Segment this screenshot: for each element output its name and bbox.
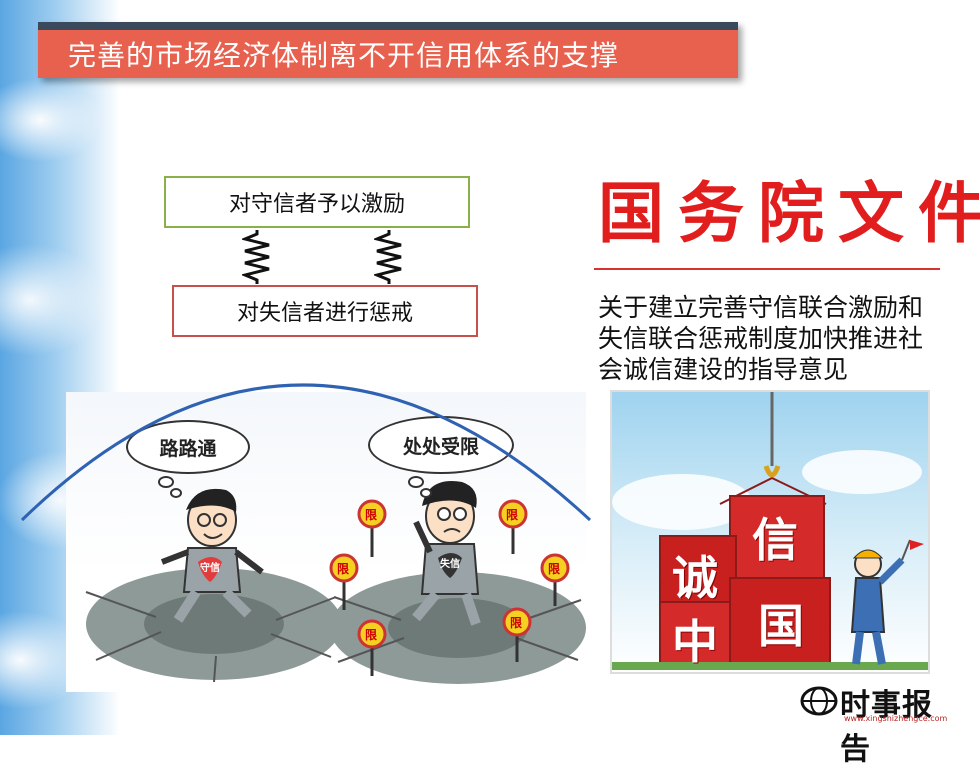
poster-block-3: 中	[672, 615, 718, 669]
speech-bubble-right: 处处受限	[368, 416, 514, 474]
globe-icon	[800, 686, 838, 716]
restriction-sign-label: 限	[506, 508, 519, 522]
punish-box: 对失信者进行惩戒	[172, 285, 478, 337]
slide-title: 完善的市场经济体制离不开信用体系的支撑	[68, 39, 620, 72]
logo-url: www.xingshizhengce.com	[844, 714, 948, 723]
shirt-label-trust: 守信	[200, 563, 220, 574]
restriction-sign-label: 限	[510, 616, 523, 630]
speech-bubble-left-text: 路路通	[159, 437, 217, 460]
restriction-sign-label: 限	[365, 508, 378, 522]
poster-block-2: 信	[752, 513, 798, 567]
bubble-tail	[408, 476, 424, 488]
poster-illustration	[612, 392, 928, 670]
punish-box-label: 对失信者进行惩戒	[236, 301, 413, 326]
restriction-sign-label: 限	[337, 562, 350, 576]
restriction-sign-label: 限	[548, 562, 561, 576]
slide-title-bar: 完善的市场经济体制离不开信用体系的支撑	[38, 22, 738, 78]
poster-block-1: 诚	[672, 551, 718, 605]
spring-icon	[374, 230, 402, 284]
logo-text: 时事报告	[840, 688, 933, 767]
bubble-tail	[170, 488, 182, 498]
publisher-logo: 时事报告 www.xingshizhengce.com	[800, 682, 960, 767]
bubble-tail	[420, 488, 432, 498]
credit-poster: 诚 信 中 国	[610, 390, 930, 674]
reward-box: 对守信者予以激励	[164, 176, 470, 228]
spring-icon	[242, 230, 270, 284]
document-heading: 国务院文件	[598, 174, 980, 252]
cartoon-illustration: 限 限 限 限 限 限 守信 失信 路路通 处处受限	[66, 392, 586, 692]
poster-block-4: 国	[758, 599, 804, 653]
document-divider	[594, 268, 940, 270]
worker-figure	[850, 539, 924, 665]
speech-bubble-left: 路路通	[126, 420, 250, 474]
reward-box-label: 对守信者予以激励	[228, 192, 405, 217]
bubble-tail	[158, 476, 174, 488]
document-body: 关于建立完善守信联合激励和失信联合惩戒制度加快推进社会诚信建设的指导意见	[598, 293, 924, 384]
restriction-sign-label: 限	[365, 628, 378, 642]
shirt-label-distrust: 失信	[440, 559, 460, 570]
speech-bubble-right-text: 处处受限	[402, 435, 479, 458]
